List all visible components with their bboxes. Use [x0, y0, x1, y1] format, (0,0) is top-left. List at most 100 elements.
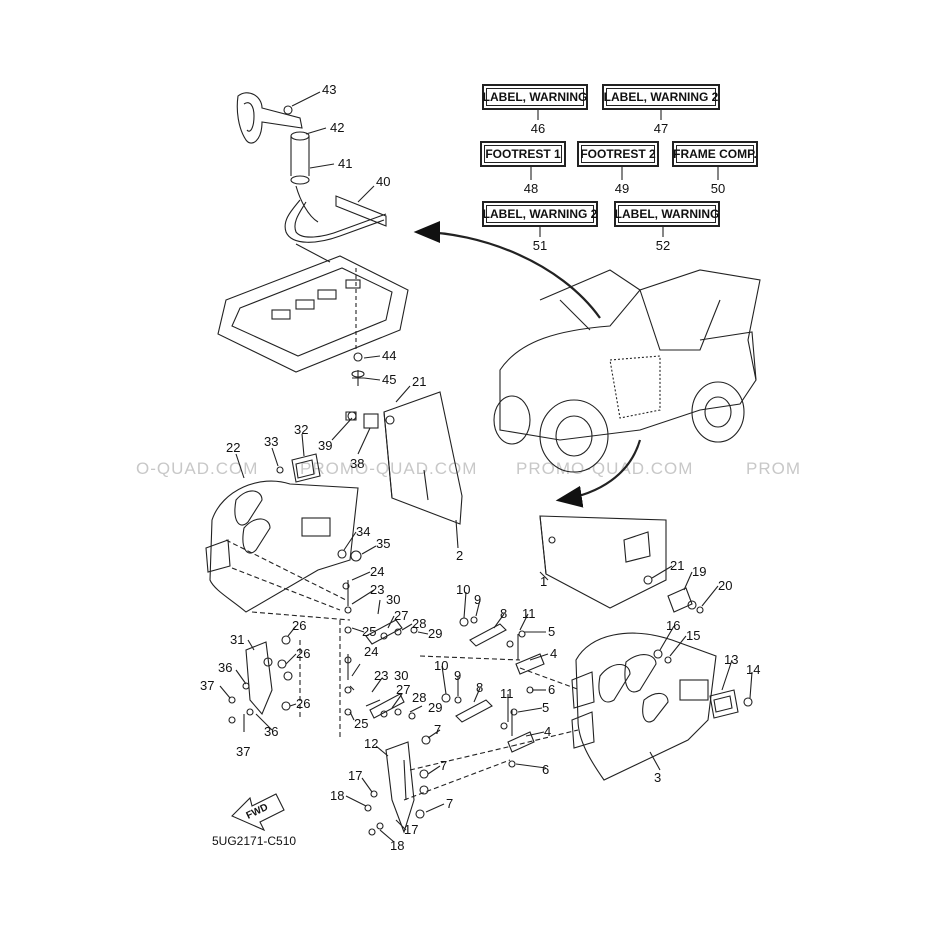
label-number: 47	[653, 121, 669, 136]
callout-28: 28	[412, 690, 426, 705]
callout-11: 11	[522, 606, 536, 621]
bracket-32	[291, 453, 321, 483]
callout-1: 1	[540, 574, 547, 589]
callout-5: 5	[548, 624, 555, 639]
callout-22: 22	[226, 440, 240, 455]
grab-handle	[236, 92, 319, 223]
callout-7: 7	[446, 796, 453, 811]
callout-26: 26	[292, 618, 306, 633]
footrest-plate-upper	[217, 255, 409, 386]
label-part-49[interactable]: FOOTREST 2	[577, 141, 659, 167]
watermark-text: PROMO-QUAD.COM	[516, 459, 694, 478]
side-guard-3	[571, 632, 717, 781]
watermark-text: PROMO-QUAD.COM	[300, 459, 478, 478]
bracket-13	[709, 689, 739, 719]
callout-numbers: 43 42 41 40 44 45 21 39 38 32 33 22 2 34…	[200, 82, 760, 853]
label-number: 51	[532, 238, 548, 253]
callout-43: 43	[322, 82, 336, 97]
callout-6: 6	[542, 762, 549, 777]
callout-40: 40	[376, 174, 390, 189]
callout-18: 18	[330, 788, 344, 803]
callout-7: 7	[440, 758, 447, 773]
bracket-31	[245, 641, 273, 716]
label-text: FOOTREST 2	[580, 145, 656, 163]
callout-21: 21	[670, 558, 684, 573]
callout-17: 17	[404, 822, 418, 837]
callout-30: 30	[386, 592, 400, 607]
assembly-guides-left	[225, 539, 351, 740]
callout-36: 36	[218, 660, 232, 675]
callout-9: 9	[454, 668, 461, 683]
callout-10: 10	[434, 658, 448, 673]
leader-lines	[219, 91, 753, 843]
callout-23: 23	[370, 582, 384, 597]
label-text: LABEL, WARNING 2	[482, 205, 598, 223]
hinge-parts	[365, 619, 545, 753]
callout-4: 4	[550, 646, 557, 661]
callout-38: 38	[350, 456, 364, 471]
callout-33: 33	[264, 434, 278, 449]
callout-25: 25	[354, 716, 368, 731]
callout-32: 32	[294, 422, 308, 437]
fasteners	[228, 411, 753, 836]
callout-12: 12	[364, 736, 378, 751]
callout-13: 13	[724, 652, 738, 667]
panel-1	[539, 515, 667, 609]
label-text: LABEL, WARNING	[482, 88, 588, 106]
callout-15: 15	[686, 628, 700, 643]
callout-23: 23	[374, 668, 388, 683]
callout-28: 28	[412, 616, 426, 631]
arrow-to-upper-assembly	[413, 221, 601, 319]
bar-40	[284, 195, 387, 263]
callout-26: 26	[296, 696, 310, 711]
callout-44: 44	[382, 348, 396, 363]
label-number: 46	[530, 121, 546, 136]
side-guard-22	[205, 480, 359, 613]
label-number: 52	[655, 238, 671, 253]
callout-10: 10	[456, 582, 470, 597]
bracket-12	[385, 741, 415, 834]
callout-29: 29	[428, 700, 442, 715]
label-number: 48	[523, 181, 539, 196]
callout-2: 2	[456, 548, 463, 563]
label-part-47[interactable]: LABEL, WARNING 2	[602, 84, 720, 110]
label-part-52[interactable]: LABEL, WARNING	[614, 201, 720, 227]
callout-19: 19	[692, 564, 706, 579]
callout-42: 42	[330, 120, 344, 135]
callout-45: 45	[382, 372, 396, 387]
callout-39: 39	[318, 438, 332, 453]
callout-8: 8	[500, 606, 507, 621]
label-part-46[interactable]: LABEL, WARNING	[482, 84, 588, 110]
label-part-50[interactable]: FRAME COMP.	[672, 141, 758, 167]
callout-24: 24	[364, 644, 378, 659]
diagram-code: 5UG2171-C510	[212, 834, 297, 848]
callout-25: 25	[362, 624, 376, 639]
label-part-48[interactable]: FOOTREST 1	[480, 141, 566, 167]
callout-34: 34	[356, 524, 370, 539]
label-number: 50	[710, 181, 726, 196]
callout-9: 9	[474, 592, 481, 607]
arrow-to-lower-assembly	[555, 439, 642, 508]
bracket-19	[667, 587, 697, 613]
callout-4: 4	[544, 724, 551, 739]
callout-29: 29	[428, 626, 442, 641]
vehicle-illustration	[493, 269, 761, 473]
label-part-51[interactable]: LABEL, WARNING 2	[482, 201, 598, 227]
callout-36: 36	[264, 724, 278, 739]
callout-3: 3	[654, 770, 661, 785]
panel-2	[345, 391, 463, 525]
callout-16: 16	[666, 618, 680, 633]
label-number: 49	[614, 181, 630, 196]
callout-24: 24	[370, 564, 384, 579]
assembly-guides-right	[403, 655, 581, 801]
callout-31: 31	[230, 632, 244, 647]
callout-14: 14	[746, 662, 760, 677]
callout-7: 7	[434, 722, 441, 737]
callout-6: 6	[548, 682, 555, 697]
callout-26: 26	[296, 646, 310, 661]
label-text: LABEL, WARNING 2	[603, 88, 719, 106]
watermark-text: O-QUAD.COM	[136, 459, 259, 478]
fwd-arrow-icon	[231, 793, 285, 832]
callout-21: 21	[412, 374, 426, 389]
label-text: FOOTREST 1	[484, 145, 562, 163]
